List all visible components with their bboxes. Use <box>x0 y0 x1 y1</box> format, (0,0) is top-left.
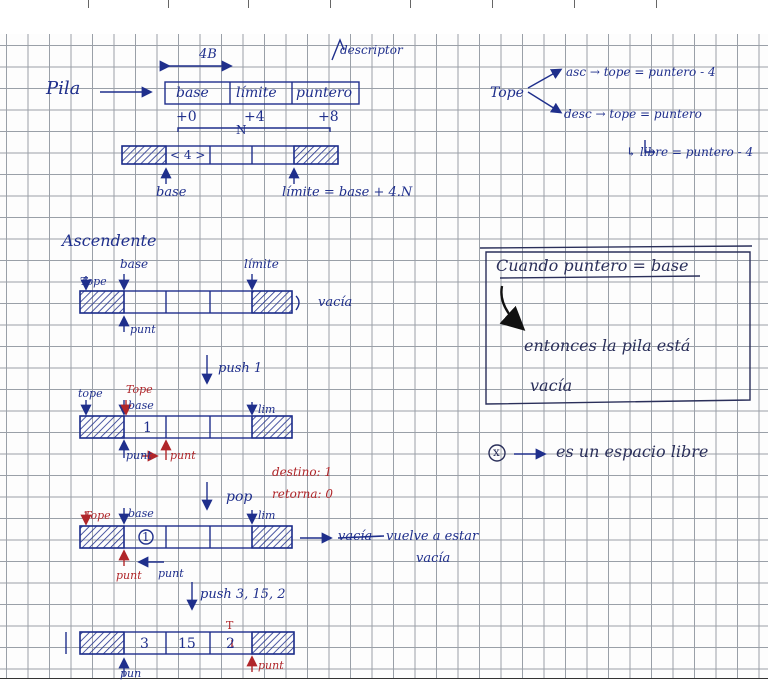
pop-op: pop <box>226 489 253 505</box>
pop-punt: punt <box>158 567 184 580</box>
legend-x-symbol: x <box>493 445 500 459</box>
note-line3: vacía <box>530 376 573 395</box>
tope-desc: desc → tope = puntero <box>564 107 702 121</box>
label-tope: Tope <box>80 275 107 288</box>
push1-base: base <box>128 399 154 412</box>
pila-label: Pila <box>46 78 81 99</box>
push3-punt: pun <box>120 667 142 680</box>
tope-asc: asc → tope = puntero - 4 <box>566 65 716 79</box>
label-punt: punt <box>130 323 156 336</box>
note-line1: Cuando puntero = base <box>496 256 689 275</box>
ascendente-title: Ascendente <box>62 231 157 250</box>
first-cell-value: < 4 > <box>170 148 206 162</box>
push1-op: push 1 <box>218 361 263 376</box>
pop-cell-value: 1 <box>142 530 150 544</box>
limite-formula: límite = base + 4.N <box>282 185 413 200</box>
pop-punt-red: punt <box>116 569 142 582</box>
push1-punt-red: punt <box>170 449 196 462</box>
tope-title: Tope <box>490 85 524 101</box>
tope-libre: ↳ libre = puntero - 4 <box>626 145 754 159</box>
push3-value-3: 3 <box>140 636 149 652</box>
descriptor-label: descriptor <box>340 43 403 57</box>
label-limite: límite <box>244 257 279 271</box>
page-bottom-margin <box>0 678 768 694</box>
note-line2: entonces la pila está <box>524 336 691 355</box>
pop-destino: destino: 1 <box>272 465 333 479</box>
push3-tope-mark: T <box>226 619 234 632</box>
push1-punt: punt <box>126 449 152 462</box>
push1-cell-value: 1 <box>143 420 152 436</box>
label-vacia: vacía <box>318 295 353 310</box>
cell-limite: límite <box>236 85 277 101</box>
pop-result-struck: vacía <box>338 529 373 544</box>
size-label: 4B <box>199 47 217 62</box>
offset-0: +0 <box>176 109 197 125</box>
push1-tope: tope <box>78 387 103 400</box>
pop-retorna: retorna: 0 <box>272 487 333 501</box>
offset-8: +8 <box>318 109 339 125</box>
legend-text: es un espacio libre <box>556 442 709 461</box>
cell-base: base <box>176 85 209 101</box>
descriptor-box <box>164 81 360 105</box>
offset-4: +4 <box>244 109 265 125</box>
push3-value-15: 15 <box>178 636 196 652</box>
label-base: base <box>120 257 149 271</box>
pop-result-line1: vuelve a estar <box>386 529 479 544</box>
base-pointer-label: base <box>156 185 187 200</box>
page-top-margin <box>0 0 768 34</box>
pop-lim: lim <box>258 509 276 522</box>
pop-base: base <box>128 507 154 520</box>
cell-puntero: puntero <box>296 85 353 101</box>
push3-punt-red: punt <box>258 659 284 672</box>
push3-op: push 3, 15, 2 <box>200 587 286 602</box>
n-label: N <box>236 123 247 137</box>
push1-tope-red: Tope <box>126 383 153 396</box>
push3-value-2: 2 <box>226 636 235 652</box>
push1-lim: lim <box>258 403 276 416</box>
pop-result-line2: vacía <box>416 551 451 566</box>
note-box <box>485 251 751 405</box>
pop-tope-red: Tope <box>84 509 111 522</box>
